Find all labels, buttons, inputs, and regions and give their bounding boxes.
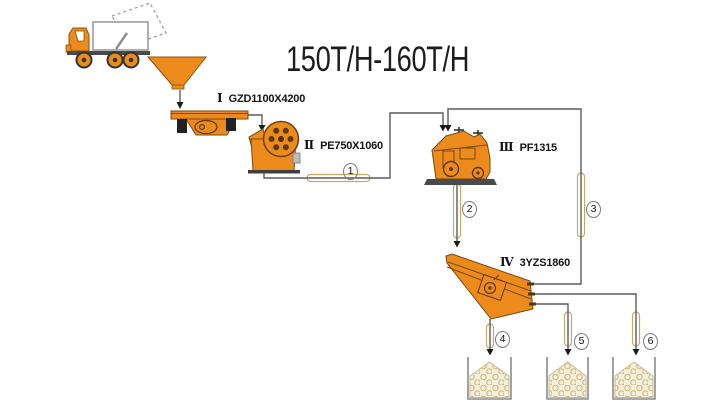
flow-number-6: 6	[643, 333, 658, 350]
vibrating-feeder-machine	[170, 110, 249, 136]
product-bin-2	[546, 357, 589, 400]
flow-arrowheads	[176, 102, 640, 356]
truck-bed	[92, 21, 149, 51]
equipment-numeral: Ⅳ	[500, 255, 514, 269]
arrow-into-jaw	[258, 125, 266, 132]
dump-truck	[65, 2, 167, 69]
impact-pulley-small-hub	[476, 171, 480, 175]
equipment-model: PE750X1060	[320, 140, 383, 152]
equipment-numeral: Ⅲ	[499, 140, 514, 154]
flow-number-2: 2	[462, 201, 477, 218]
truck-strut	[114, 32, 129, 50]
line-screen-to-bin3	[533, 293, 637, 349]
flow-number-3: 3	[586, 201, 601, 218]
wheel-hub	[81, 57, 87, 63]
feeder-vibrator	[194, 119, 218, 135]
page-title: 150T/H-160T/H	[286, 40, 470, 79]
jaw-base	[248, 170, 300, 174]
screen-motor-mark	[493, 274, 500, 281]
truck-bumper	[65, 44, 72, 53]
label-impact-crusher: Ⅲ PF1315	[499, 140, 557, 154]
wheel-hub	[128, 57, 134, 63]
line-jaw-to-impact	[263, 112, 444, 179]
line-screen-return-to-impact	[447, 108, 582, 285]
jaw-side-bracket	[292, 152, 301, 164]
wheel-hub	[112, 57, 118, 63]
truck-chassis	[67, 51, 150, 55]
flywheel-hub	[278, 136, 284, 142]
bin-walls	[612, 357, 656, 400]
flow-number-4: 4	[495, 331, 510, 348]
feeder-deck	[170, 110, 249, 120]
truck-window	[74, 30, 85, 42]
bin-walls	[467, 357, 512, 400]
arrow-into-bin1	[486, 349, 494, 356]
flow-number-1: 1	[343, 163, 358, 180]
arrow-into-bin3	[632, 349, 640, 356]
vibrating-screen-machine	[445, 253, 536, 320]
product-bins	[467, 357, 656, 400]
product-bin-3	[612, 357, 656, 400]
product-bin-1	[467, 357, 512, 400]
jaw-crusher-machine	[248, 120, 301, 174]
screen-discharge-lips	[527, 282, 536, 306]
arrow-into-impact-right	[444, 125, 452, 132]
label-vibrating-feeder: Ⅰ GZD1100X4200	[217, 91, 305, 105]
label-jaw-crusher: Ⅱ PE750X1060	[304, 138, 383, 152]
hopper-outlet	[171, 84, 185, 90]
equipment-model: 3YZS1860	[519, 257, 571, 269]
impact-pulley-large-hub	[449, 167, 453, 171]
hopper-funnel	[146, 56, 208, 86]
bin-material-pebbles	[615, 362, 653, 398]
equipment-model: GZD1100X4200	[228, 93, 306, 105]
impact-panel	[459, 147, 476, 160]
impact-crusher-machine	[424, 127, 497, 185]
flow-lines	[179, 90, 637, 349]
tipped-bed-dashed-outline	[111, 2, 167, 47]
line-screen-to-bin2	[533, 303, 569, 349]
line-feeder-to-jaw	[247, 114, 263, 125]
arrow-into-bin2	[564, 349, 572, 356]
bin-material-pebbles	[470, 362, 509, 398]
conveyor-symbols	[306, 172, 641, 349]
arrow-into-feeder	[176, 102, 184, 109]
flow-number-5: 5	[574, 333, 589, 350]
flywheel-holes	[268, 127, 294, 151]
equipment-numeral: Ⅱ	[304, 138, 315, 152]
bin-material-pebbles	[549, 362, 586, 398]
arrow-into-screen	[453, 241, 461, 248]
bin-walls	[546, 357, 589, 400]
impact-base	[424, 179, 497, 185]
truck-wheels	[75, 51, 140, 69]
equipment-numeral: Ⅰ	[217, 91, 223, 105]
feeder-foot-right	[226, 118, 236, 131]
feeder-vibrator-eye	[199, 123, 206, 130]
arrow-into-impact-left	[439, 125, 447, 132]
feeder-foot-left	[177, 119, 187, 133]
equipment-model: PF1315	[519, 142, 558, 154]
feed-hopper	[146, 56, 208, 90]
screen-motor-hub	[488, 286, 492, 290]
label-vibrating-screen: Ⅳ 3YZS1860	[500, 255, 570, 269]
